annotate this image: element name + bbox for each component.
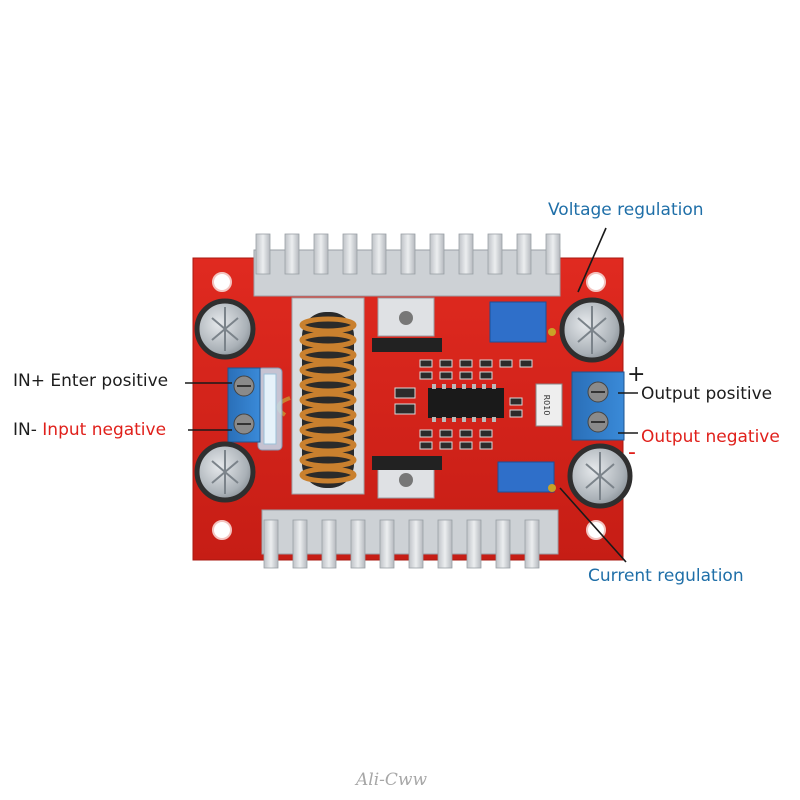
- capacitors: [194, 297, 633, 509]
- callout-lines: [185, 227, 638, 563]
- label-in-plus: IN+ Enter positive: [13, 371, 168, 391]
- output-terminal-block: [571, 371, 625, 441]
- voltage-trimmer-icon[interactable]: [489, 301, 556, 343]
- in-minus-prefix: IN-: [13, 420, 37, 440]
- current-trimmer-icon[interactable]: [497, 461, 556, 493]
- top-heatsink: [253, 233, 561, 297]
- mosfet-top: [372, 297, 442, 352]
- in-plus-text: Enter positive: [50, 371, 169, 391]
- svg-text:R010: R010: [542, 395, 551, 416]
- label-output-negative: Output negative: [641, 427, 780, 447]
- toroid-inductor: [276, 312, 357, 488]
- in-plus-prefix: IN+: [13, 371, 45, 391]
- label-in-minus: IN- Input negative: [13, 420, 166, 440]
- smd-components: [394, 359, 533, 450]
- label-output-positive: Output positive: [641, 384, 773, 404]
- input-terminal-block: [227, 367, 261, 443]
- shunt-resistor: R010: [535, 383, 563, 427]
- in-minus-text: Input negative: [42, 420, 167, 440]
- plus-sign: +: [627, 362, 646, 387]
- label-voltage-regulation: Voltage regulation: [548, 200, 704, 220]
- control-ic: [428, 384, 504, 422]
- fuse-icon: [257, 367, 283, 451]
- mosfet-bottom: [372, 456, 442, 499]
- watermark: Ali-Cww: [356, 770, 428, 790]
- label-current-regulation: Current regulation: [588, 566, 744, 586]
- bottom-heatsink: [261, 509, 559, 569]
- mounting-holes: [212, 272, 606, 540]
- minus-sign: -: [628, 440, 636, 465]
